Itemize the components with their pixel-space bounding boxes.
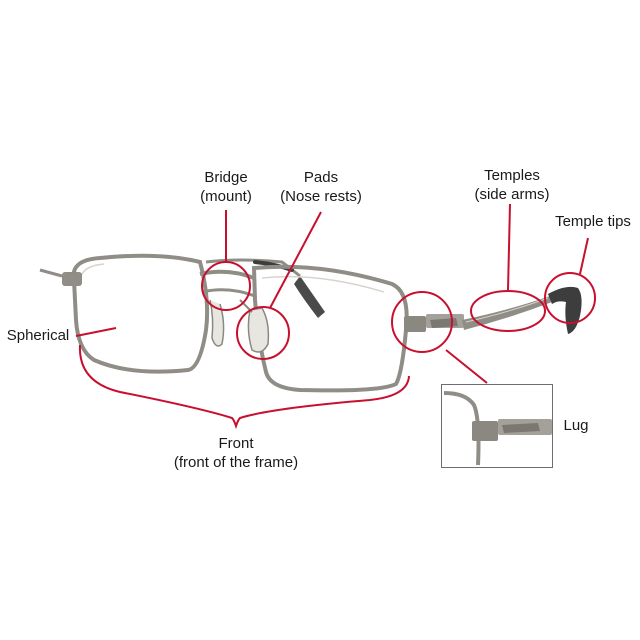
front-brace (78, 344, 410, 430)
lug-circle (391, 291, 453, 353)
lug-leader (445, 349, 488, 384)
pads-label-line2: (Nose rests) (280, 188, 362, 205)
lug-inset-drawing (443, 391, 552, 466)
temples-circle (470, 290, 546, 332)
spherical-label: Spherical (0, 326, 76, 345)
temples-label-line1: Temples (484, 167, 540, 184)
pads-label-line1: Pads (303, 169, 339, 186)
lug-inset (441, 384, 553, 468)
temple-tips-label-text: Temple tips (555, 213, 631, 230)
bridge-circle (201, 261, 251, 311)
pads-circle (236, 306, 290, 360)
leader-lines (75, 203, 589, 430)
left-end-piece (39, 268, 82, 286)
temples-label-line2: (side arms) (474, 186, 550, 203)
spherical-label-text: Spherical (6, 327, 70, 344)
left-lens-rim (71, 253, 210, 374)
lug-label: Lug (556, 416, 596, 435)
bridge-label-line1: Bridge (204, 169, 248, 186)
lug-label-text: Lug (563, 417, 589, 434)
front-label-line2: (front of the frame) (173, 454, 299, 471)
temple-tips-circle (544, 272, 596, 324)
temples-label: Temples (side arms) (462, 166, 562, 204)
bridge-label-line2: (mount) (200, 188, 252, 205)
temples-leader (507, 203, 511, 291)
right-lens-rim (251, 264, 409, 393)
front-label: Front (front of the frame) (150, 434, 322, 472)
temple-tips-leader (579, 237, 589, 275)
front-label-line1: Front (218, 435, 254, 452)
pads-leader (269, 211, 322, 309)
temple-tips-label: Temple tips (546, 212, 640, 231)
pads-label: Pads (Nose rests) (268, 168, 374, 206)
bridge-label: Bridge (mount) (192, 168, 260, 206)
spherical-leader (75, 327, 117, 337)
